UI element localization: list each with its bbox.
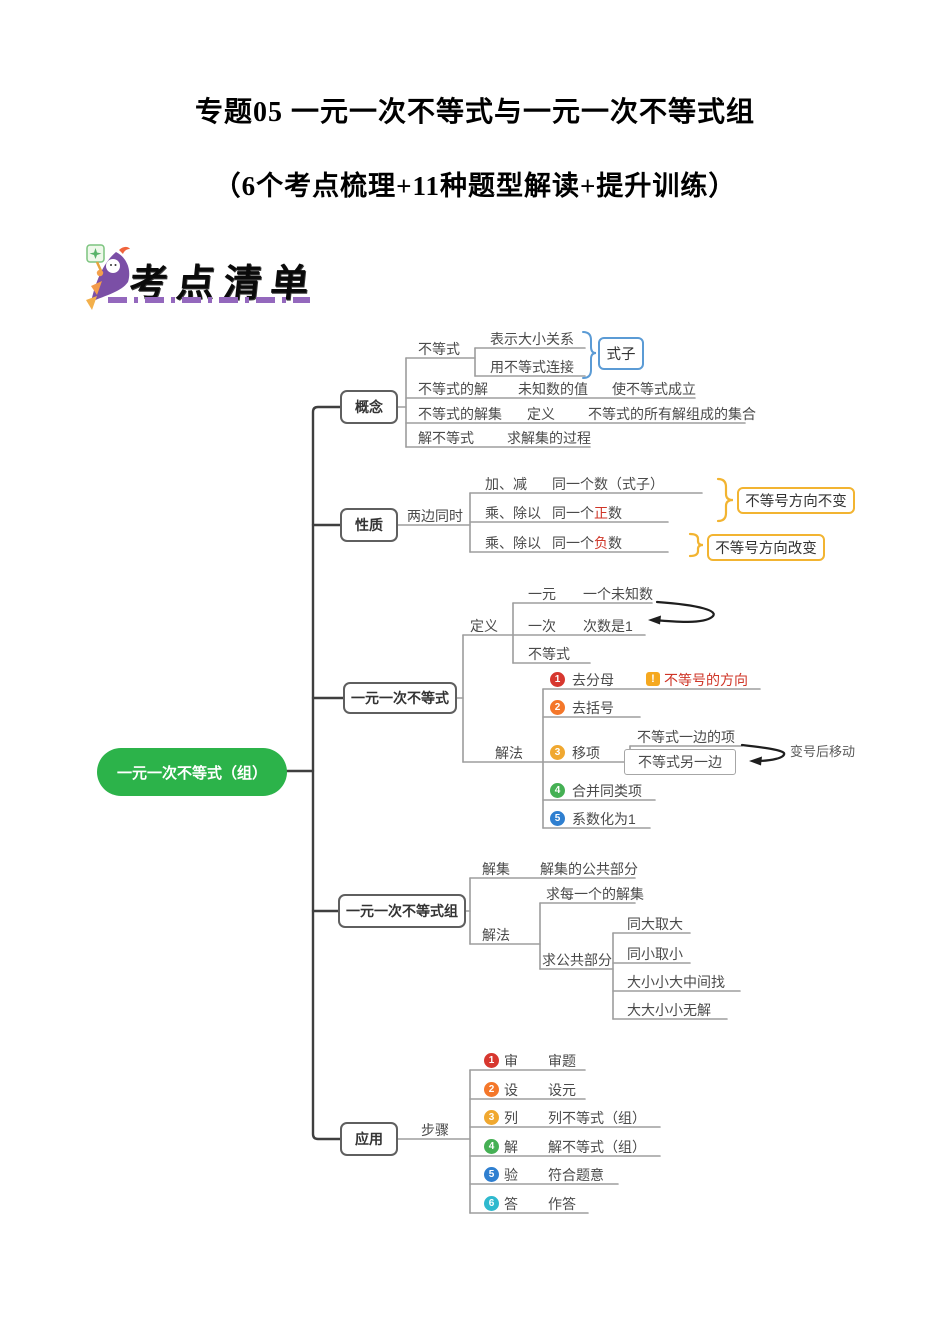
lineq-first-degree-desc: 次数是1 — [583, 618, 633, 634]
apply-step-1-value: 审题 — [548, 1053, 576, 1069]
property-condition: 两边同时 — [407, 508, 463, 524]
system-solve-label: 解法 — [482, 927, 510, 943]
concept-solving-desc: 求解集的过程 — [507, 430, 591, 446]
step-5-badge: 5 — [550, 811, 565, 826]
step-3-badge: 3 — [550, 745, 565, 760]
apply-steps-label: 步骤 — [421, 1122, 449, 1138]
trunk-lines — [285, 405, 345, 1141]
lineq-definition: 定义 — [470, 618, 498, 634]
concept-solution-value: 未知数的值 — [518, 381, 588, 397]
warning-icon: ! — [646, 672, 660, 686]
system-solution-set-desc: 解集的公共部分 — [540, 861, 638, 877]
lineq-step-brackets: 去括号 — [572, 700, 614, 716]
apply-step-5-value: 符合题意 — [548, 1167, 604, 1183]
system-solution-set: 解集 — [482, 861, 510, 877]
concept-solution: 不等式的解 — [418, 381, 488, 397]
system-rule-1: 同大取大 — [627, 916, 683, 932]
lineq-move-from: 不等式一边的项 — [637, 729, 735, 745]
system-solve-each: 求每一个的解集 — [546, 886, 644, 902]
apply-step-2-key: 设 — [504, 1082, 518, 1098]
apply-step-1-key: 审 — [504, 1053, 518, 1069]
apply-step-2-badge: 2 — [484, 1082, 499, 1097]
concept-inequality-feature-1: 表示大小关系 — [490, 331, 574, 347]
branch-application: 应用 — [340, 1122, 398, 1156]
text-fragment: 同一个 — [552, 505, 594, 521]
text-fragment: 同一个 — [552, 535, 594, 551]
apply-step-3-badge: 3 — [484, 1110, 499, 1125]
branch-linear-inequality: 一元一次不等式 — [343, 682, 457, 714]
apply-step-6-badge: 6 — [484, 1196, 499, 1211]
lineq-solve-label: 解法 — [495, 745, 523, 761]
apply-step-4-key: 解 — [504, 1139, 518, 1155]
step-1-badge: 1 — [550, 672, 565, 687]
system-rule-2: 同小取小 — [627, 946, 683, 962]
apply-step-4-value: 解不等式（组） — [548, 1139, 646, 1155]
text-fragment: 数 — [608, 535, 622, 551]
system-rule-3: 大小小大中间找 — [627, 974, 725, 990]
concept-inequality: 不等式 — [418, 341, 460, 357]
text-fragment: 数 — [608, 505, 622, 521]
concept-solution-set-def: 定义 — [527, 406, 555, 422]
lineq-move-note: 变号后移动 — [790, 744, 856, 759]
lineq-step-coefficient: 系数化为1 — [572, 811, 636, 827]
branch-property: 性质 — [340, 508, 398, 542]
lineq-one-var-desc: 一个未知数 — [583, 586, 653, 602]
yellow-brace-icons — [688, 477, 734, 558]
lineq-first-degree: 一次 — [528, 618, 556, 634]
lineq-warning-text: 不等号的方向 — [664, 672, 748, 688]
curved-arrow-icons — [648, 600, 786, 766]
branch-system: 一元一次不等式组 — [338, 894, 466, 928]
highlight-positive: 正 — [594, 505, 608, 521]
lineq-inequality: 不等式 — [528, 646, 570, 662]
concept-solution-holds: 使不等式成立 — [612, 381, 696, 397]
apply-step-4-badge: 4 — [484, 1139, 499, 1154]
root-node: 一元一次不等式（组） — [97, 748, 287, 796]
lineq-step-combine: 合并同类项 — [572, 783, 642, 799]
lineq-move-to-box: 不等式另一边 — [624, 749, 736, 775]
apply-step-5-key: 验 — [504, 1167, 518, 1183]
page-title: 专题05 一元一次不等式与一元一次不等式组 — [194, 97, 755, 128]
section-underline — [108, 297, 310, 303]
property-add-sub: 加、减 — [485, 476, 527, 492]
concept-inequality-feature-2: 用不等式连接 — [490, 359, 574, 375]
apply-step-6-key: 答 — [504, 1196, 518, 1212]
property-same-negative: 同一个负数 — [552, 535, 622, 551]
branch-concept: 概念 — [340, 390, 398, 424]
apply-step-5-badge: 5 — [484, 1167, 499, 1182]
system-common-part: 求公共部分 — [542, 952, 612, 968]
property-same-positive: 同一个正数 — [552, 505, 622, 521]
page-subtitle: （6个考点梳理+11种题型解读+提升训练） — [213, 171, 737, 201]
highlight-negative: 负 — [594, 535, 608, 551]
mascot-icon — [86, 244, 130, 310]
property-flip-direction-box: 不等号方向改变 — [707, 534, 825, 561]
blue-brace-icon — [582, 331, 597, 379]
property-keep-direction-box: 不等号方向不变 — [737, 487, 855, 514]
concept-solving: 解不等式 — [418, 430, 474, 446]
property-same-number: 同一个数（式子） — [552, 476, 664, 492]
system-rule-4: 大大小小无解 — [627, 1002, 711, 1018]
concept-solution-set-desc: 不等式的所有解组成的集合 — [588, 406, 756, 422]
property-mul-div-pos: 乘、除以 — [485, 505, 541, 521]
apply-step-6-value: 作答 — [548, 1196, 576, 1212]
lineq-one-var: 一元 — [528, 586, 556, 602]
step-4-badge: 4 — [550, 783, 565, 798]
apply-step-2-value: 设元 — [548, 1082, 576, 1098]
concept-expression-box: 式子 — [598, 337, 644, 370]
concept-solution-set: 不等式的解集 — [418, 406, 502, 422]
step-2-badge: 2 — [550, 700, 565, 715]
lineq-step-denominator: 去分母 — [572, 672, 614, 688]
apply-step-3-value: 列不等式（组） — [548, 1110, 646, 1126]
apply-step-1-badge: 1 — [484, 1053, 499, 1068]
branch-lines — [397, 347, 761, 1214]
lineq-step-move-terms: 移项 — [572, 745, 600, 761]
apply-step-3-key: 列 — [504, 1110, 518, 1126]
property-mul-div-neg: 乘、除以 — [485, 535, 541, 551]
